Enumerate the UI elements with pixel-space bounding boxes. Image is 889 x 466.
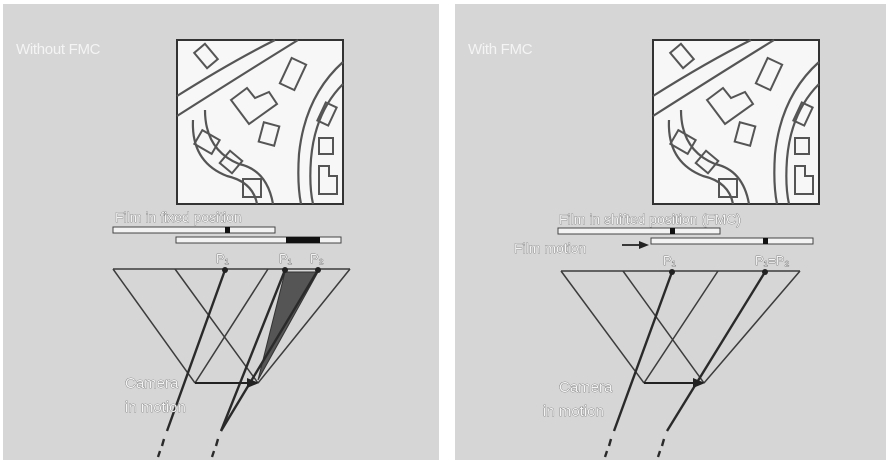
point-label: P₁ [279,251,293,266]
panel-without-fmc: Without FMC Film in fixed position [3,4,439,460]
ray-dashes [603,438,666,458]
diagram-without-fmc: Without FMC Film in fixed position [16,39,351,458]
camera-label: Camera [125,375,179,392]
rays [612,271,767,432]
panel-title: Without FMC [16,41,101,58]
film-motion-arrow [622,241,649,249]
point-label: P₁ [216,251,230,266]
ray-dashes [156,438,220,458]
point-label: P₂ [310,251,324,266]
camera-motion-arrow [644,378,705,388]
panel-title: With FMC [468,41,533,58]
blur-region [257,271,319,381]
imaging-geometry [112,268,351,384]
imaging-geometry [560,270,801,384]
film-strips [557,227,814,245]
film-strips [112,226,342,244]
aerial-map [176,39,344,205]
camera-label: in motion [543,403,604,420]
point-label: P₁ [663,253,677,268]
image-points [669,269,768,275]
panel-with-fmc: With FMC Film in shifted position (FMC) [455,4,886,460]
film-label: Film in shifted position (FMC) [559,211,741,227]
aerial-map [652,39,820,205]
camera-motion-arrow [195,378,259,388]
point-label: P₁=P₂ [755,253,789,268]
camera-label: Camera [559,379,613,396]
rays [165,269,320,432]
film-motion-label: Film motion [514,240,586,256]
diagram-with-fmc: With FMC Film in shifted position (FMC) [468,39,820,458]
film-label: Film in fixed position [115,209,242,225]
image-points [222,267,321,273]
camera-label: in motion [125,399,186,416]
